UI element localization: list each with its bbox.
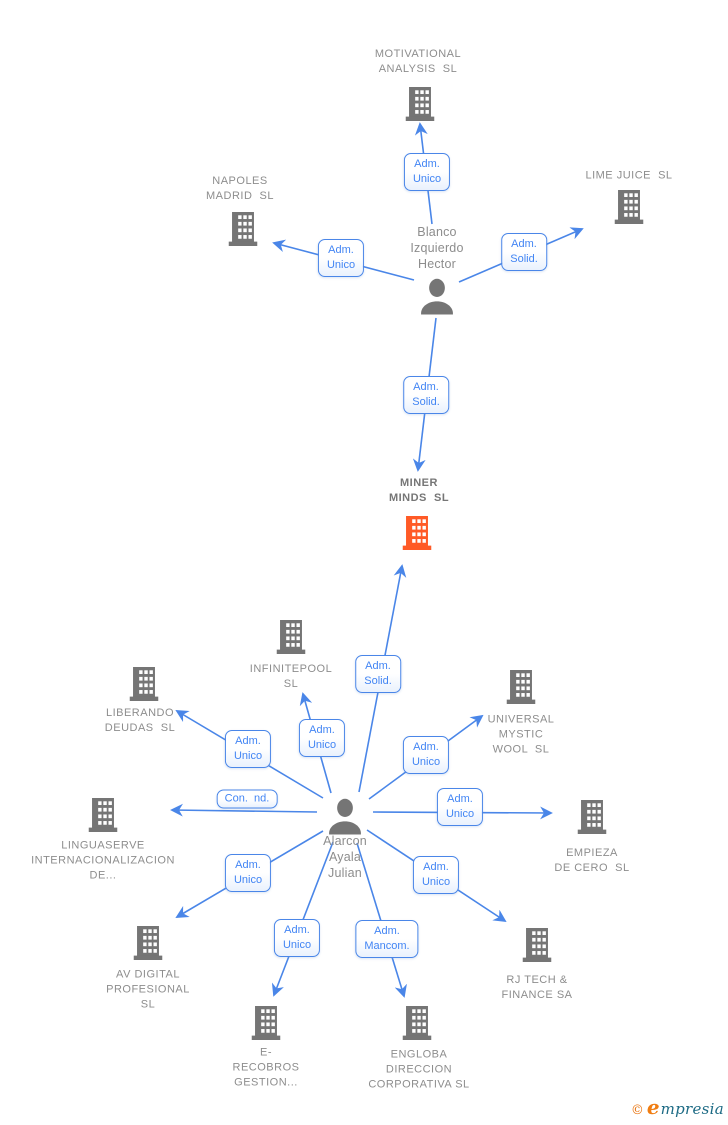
person-name: Alarcon Ayala Julian [323, 834, 367, 880]
brand-text: mpresia [660, 1100, 724, 1118]
building-icon [89, 798, 118, 832]
company-name: EMPIEZA DE CERO SL [554, 847, 630, 874]
edge-label-adm-solid: Adm. Solid. [355, 655, 401, 693]
edge-label-adm-unico: Adm. Unico [273, 919, 321, 957]
building-icon [523, 928, 552, 962]
edge-line [356, 842, 407, 998]
company-name: LIBERANDO DEUDAS SL [104, 707, 176, 734]
company-name: LINGUASERVE INTERNACIONALIZACION DE... [31, 839, 175, 882]
company-name: MOTIVATIONAL ANALYSIS SL [374, 48, 462, 75]
edge-label-adm-unico: Adm. Unico [317, 239, 365, 277]
edge-label-adm-unico: Adm. Unico [436, 788, 484, 826]
company-name: NAPOLES MADRID SL [206, 175, 274, 202]
person-icon [416, 276, 458, 318]
building-icon [615, 190, 644, 224]
building-icon [403, 1006, 432, 1040]
company-name: ENGLOBA DIRECCION CORPORATIVA SL [368, 1048, 470, 1091]
building-icon [229, 212, 258, 246]
company-name: INFINITEPOOL SL [249, 663, 333, 690]
company-name: RJ TECH & FINANCE SA [501, 974, 573, 1001]
brand-initial: e [646, 1095, 660, 1119]
edge-label-adm-unico: Adm. Unico [402, 736, 450, 774]
building-icon [252, 1006, 281, 1040]
building-icon [406, 87, 435, 121]
company-name: UNIVERSAL MYSTIC WOOL SL [487, 713, 555, 756]
building-icon [130, 667, 159, 701]
edge-label-con-nd: Con. nd. [216, 789, 278, 809]
building-icon [578, 800, 607, 834]
company-name: AV DIGITAL PROFESIONAL SL [106, 968, 190, 1011]
edge-label-adm-unico: Adm. Unico [224, 854, 272, 892]
edge-label-adm-unico: Adm. Unico [412, 856, 460, 894]
edge-label-adm-unico: Adm. Unico [224, 730, 272, 768]
edge-label-adm-solid: Adm. Solid. [501, 233, 547, 271]
building-icon [507, 670, 536, 704]
edge-label-adm-unico: Adm. Unico [298, 719, 346, 757]
edge-label-adm-mancom: Adm. Mancom. [355, 920, 419, 958]
empresia-watermark: © e mpresia [631, 1095, 724, 1119]
edge-line [271, 841, 334, 997]
company-name: LIME JUICE SL [585, 169, 673, 182]
company-name: E- RECOBROS GESTION... [232, 1046, 300, 1089]
edge-label-adm-solid: Adm. Solid. [403, 376, 449, 414]
person-name: Blanco Izquierdo Hector [410, 225, 464, 271]
edge-line [170, 803, 318, 817]
edge-label-adm-unico: Adm. Unico [403, 153, 451, 191]
building-icon [134, 926, 163, 960]
copyright-icon: © [630, 1103, 644, 1118]
building-icon [403, 516, 432, 550]
company-name: MINER MINDS SL [388, 477, 450, 504]
building-icon [277, 620, 306, 654]
person-icon [324, 796, 366, 838]
